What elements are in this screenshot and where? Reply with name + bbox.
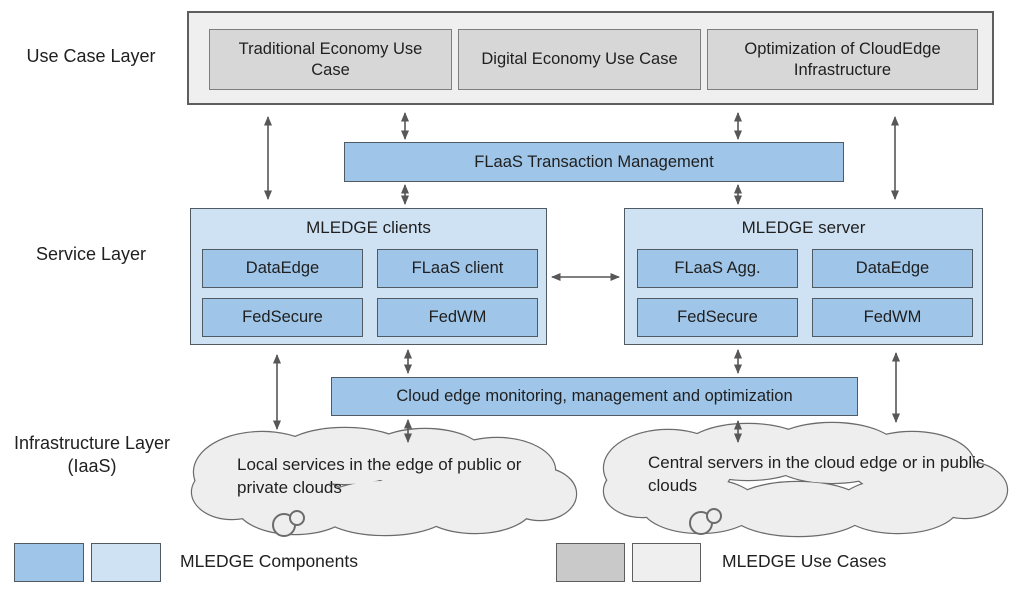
legend-swatch-usecase-light-gray [632, 543, 701, 582]
mledge-server-title: MLEDGE server [741, 218, 866, 237]
infrastructure-layer-line2: (IaaS) [67, 456, 117, 476]
left-cloud-label: Local services in the edge of public or … [237, 455, 522, 497]
legend-swatch-usecase-gray [556, 543, 625, 582]
mledge-clients-title: MLEDGE clients [306, 218, 431, 237]
component-flaas-agg-server: FLaaS Agg. [637, 249, 798, 288]
legend-swatch-component-light-blue [91, 543, 161, 582]
component-fedwm-client: FedWM [377, 298, 538, 337]
infrastructure-layer-line1: Infrastructure Layer [13, 433, 171, 453]
flaas-transaction-management-bar: FLaaS Transaction Management [344, 142, 844, 182]
component-fedwm-server: FedWM [812, 298, 973, 337]
component-flaas-client: FLaaS client [377, 249, 538, 288]
legend-components-label: MLEDGE Components [180, 551, 358, 571]
component-fedsecure-client: FedSecure [202, 298, 363, 337]
use-case-box-traditional-economy: Traditional Economy Use Case [209, 29, 452, 90]
service-layer-label: Service Layer [35, 244, 147, 264]
right-cloud-tail-icon [689, 511, 713, 535]
infrastructure-layer-label: Infrastructure Layer (IaaS) [2, 432, 182, 478]
left-cloud-tail-icon [272, 513, 296, 537]
use-case-box-cloudedge-optimization: Optimization of CloudEdge Infrastructure [707, 29, 978, 90]
component-dataedge-client: DataEdge [202, 249, 363, 288]
right-cloud-label: Central servers in the cloud edge or in … [648, 453, 985, 495]
cloud-edge-monitoring-bar: Cloud edge monitoring, management and op… [331, 377, 858, 416]
legend-swatch-component-blue [14, 543, 84, 582]
component-dataedge-server: DataEdge [812, 249, 973, 288]
legend-use-cases-label: MLEDGE Use Cases [722, 551, 887, 571]
use-case-box-digital-economy: Digital Economy Use Case [458, 29, 701, 90]
component-fedsecure-server: FedSecure [637, 298, 798, 337]
use-case-layer-label: Use Case Layer [26, 46, 156, 66]
